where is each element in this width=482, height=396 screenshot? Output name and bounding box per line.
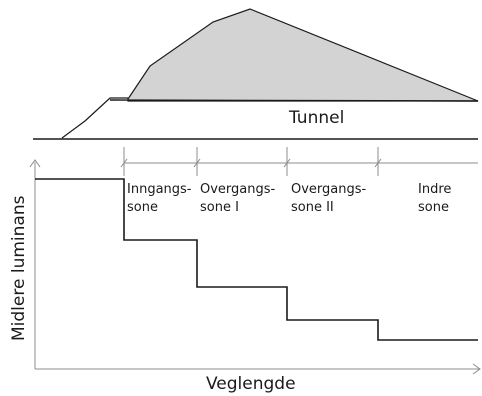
- axes: Veglengde Midlere luminans: [9, 159, 481, 394]
- x-axis-arrow-icon: [472, 363, 481, 375]
- zone-label-entrance: Inngangs-: [127, 182, 192, 197]
- zone-boundary-slash: [283, 158, 291, 168]
- tunnel-roof-line: [109, 99, 479, 102]
- y-axis-arrow-icon: [29, 159, 41, 168]
- zone-boundary-slash: [374, 158, 382, 168]
- zone-dimension-line: [120, 147, 478, 176]
- mountain-shape: [127, 8, 479, 102]
- zone-label-interior: Indre: [418, 182, 451, 197]
- tunnel-illustration: Tunnel: [33, 8, 479, 140]
- luminance-step-curve: [35, 178, 478, 341]
- zone-label-interior-line2: sone: [418, 200, 449, 215]
- zone-labels: Inngangs- sone Overgangs- sone I Overgan…: [127, 182, 451, 215]
- zone-label-transition-1: Overgangs-: [200, 182, 276, 197]
- zone-boundary-slash: [193, 158, 201, 168]
- zone-label-transition-2-line2: sone II: [291, 200, 334, 215]
- zone-label-transition-2: Overgangs-: [291, 182, 367, 197]
- road-embankment: [61, 97, 128, 139]
- zone-label-transition-1-line2: sone I: [200, 200, 239, 215]
- x-axis-label: Veglengde: [206, 374, 296, 394]
- tunnel-label: Tunnel: [288, 108, 344, 128]
- y-axis-label: Midlere luminans: [9, 195, 29, 341]
- zone-label-entrance-line2: sone: [127, 200, 158, 215]
- zone-boundary-slash: [120, 158, 128, 168]
